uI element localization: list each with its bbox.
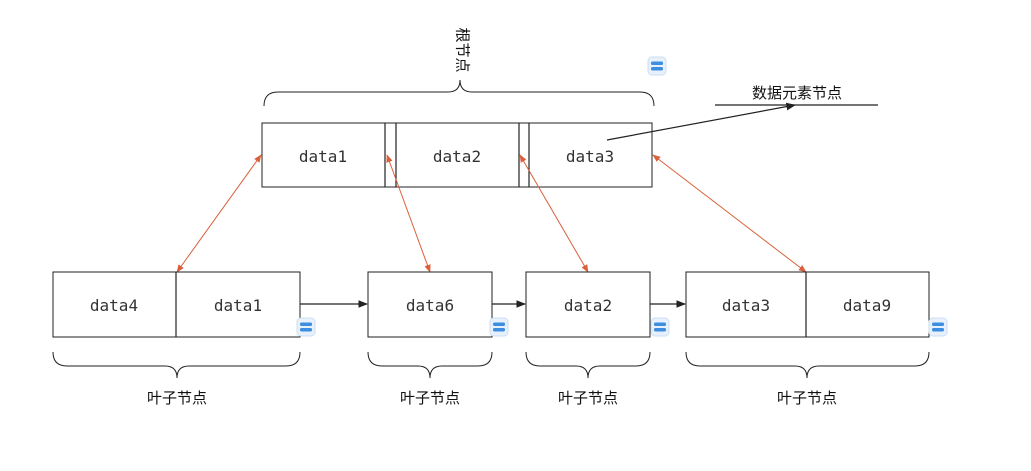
leaf-node-4: data3 data9 — [685, 271, 930, 338]
leaf-label-2: 叶子节点 — [400, 389, 460, 407]
root-cell-3: data3 — [566, 147, 614, 166]
leaf-node-3: data2 — [525, 271, 651, 338]
root-brace — [263, 79, 655, 107]
leaf-label-4: 叶子节点 — [777, 389, 837, 407]
leaf2-cell-1: data6 — [406, 296, 454, 315]
pointer-root-data3-leaf4 — [652, 154, 807, 273]
leaf4-cell-2: data9 — [843, 296, 891, 315]
leaf-brace-1 — [52, 351, 301, 379]
element-node-label: 数据元素节点 — [752, 84, 842, 102]
leaf3-cell-1: data2 — [564, 296, 612, 315]
leaf1-cell-2: data1 — [214, 296, 262, 315]
leaf-node-1: data4 data1 — [52, 271, 301, 338]
root-cell-1: data1 — [299, 147, 347, 166]
leaf-brace-2 — [367, 351, 493, 379]
list-icon — [489, 317, 509, 337]
list-icon — [647, 56, 667, 76]
list-icon — [928, 317, 948, 337]
list-icon — [296, 317, 316, 337]
leaf-label-3: 叶子节点 — [558, 389, 618, 407]
leaf-brace-4 — [685, 351, 930, 379]
pointer-root-data1-leaf2 — [386, 154, 431, 273]
list-icon — [650, 317, 670, 337]
element-pointer-arrow — [606, 102, 796, 141]
leaf-brace-3 — [525, 351, 651, 379]
leaf-label-1: 叶子节点 — [147, 389, 207, 407]
root-node-label: 根节点 — [454, 27, 472, 72]
leaf1-cell-1: data4 — [90, 296, 138, 315]
root-cell-2: data2 — [433, 147, 481, 166]
leaf4-cell-1: data3 — [722, 296, 770, 315]
root-node: data1 data2 data3 — [261, 122, 653, 188]
pointer-root-data2-leaf3 — [519, 154, 589, 273]
pointer-root-data1-leaf1 — [176, 154, 262, 273]
leaf-node-2: data6 — [367, 271, 493, 338]
